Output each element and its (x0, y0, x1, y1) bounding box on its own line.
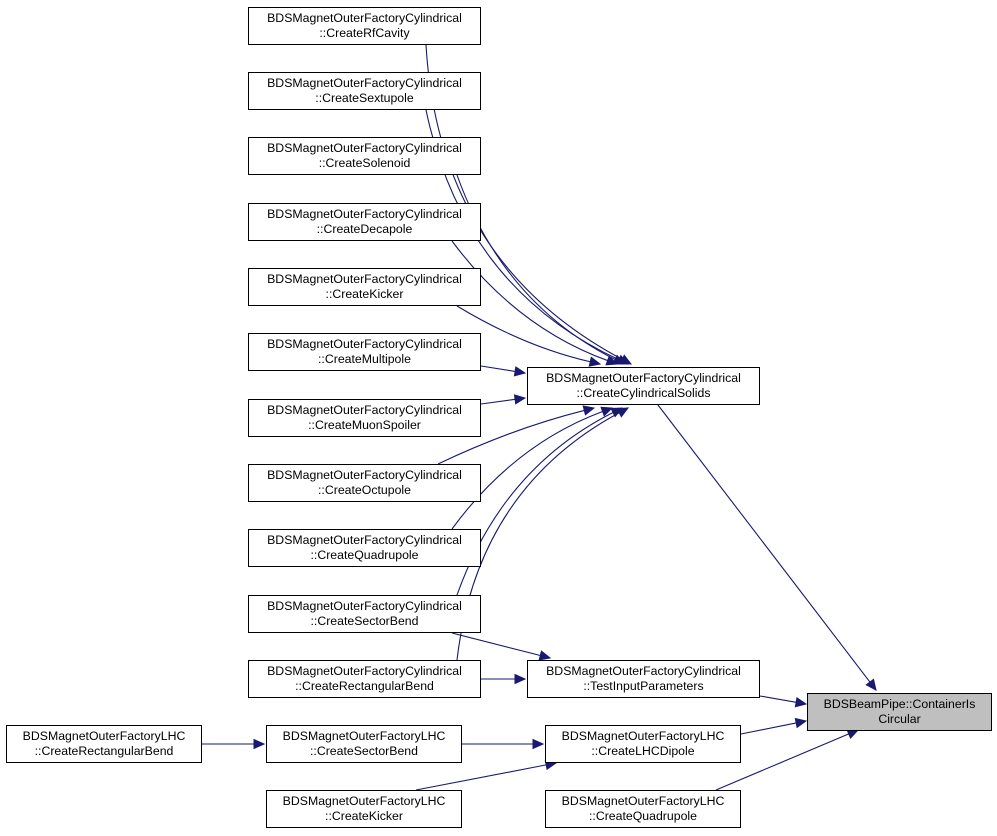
node-cyl-create-sector-bend[interactable]: BDSMagnetOuterFactoryCylindrical ::Creat… (248, 595, 481, 633)
node-line-1: BDSMagnetOuterFactoryLHC (22, 729, 186, 743)
node-cyl-create-octupole[interactable]: BDSMagnetOuterFactoryCylindrical ::Creat… (248, 464, 481, 502)
edge-lhcQuad-to-root (715, 733, 850, 791)
edge-sectorBend-to-cylSolids (456, 412, 614, 596)
node-cyl-create-rf-cavity[interactable]: BDSMagnetOuterFactoryCylindrical ::Creat… (248, 7, 481, 45)
edge-quadrupole-to-cylSolids (451, 410, 603, 530)
arrowhead-rectBend-to-testInput (514, 673, 527, 685)
arrowhead-muonSpoiler-to-cylSolids (513, 394, 527, 405)
node-cyl-create-muon-spoiler[interactable]: BDSMagnetOuterFactoryCylindrical ::Creat… (248, 399, 481, 437)
node-cyl-create-decapole[interactable]: BDSMagnetOuterFactoryCylindrical ::Creat… (248, 203, 481, 241)
node-line-1: BDSMagnetOuterFactoryLHC (561, 794, 725, 808)
node-line-1: BDSMagnetOuterFactoryCylindrical (267, 533, 462, 547)
node-line-2: ::CreateQuadrupole (588, 809, 697, 823)
arrowhead-quadrupole-to-cylSolids (600, 406, 614, 417)
arrowhead-cylSolids-to-root (865, 678, 877, 691)
node-line-2: ::CreateMuonSpoiler (308, 418, 421, 432)
node-line-1: BDSMagnetOuterFactoryCylindrical (267, 468, 462, 482)
edge-sectorBend-to-testInput (451, 632, 541, 657)
node-beampipe-container-is-circular: BDSBeamPipe::ContainerIs Circular (807, 693, 992, 731)
node-line-1: BDSMagnetOuterFactoryCylindrical (546, 371, 741, 385)
node-line-2: ::CreateSectorBend (309, 744, 418, 758)
edge-kicker-to-cylSolids (456, 305, 591, 363)
node-lhc-create-lhc-dipole[interactable]: BDSMagnetOuterFactoryLHC ::CreateLHCDipo… (545, 725, 741, 763)
edge-rectBend-to-cylSolids (456, 412, 620, 661)
node-line-1: BDSMagnetOuterFactoryCylindrical (267, 599, 462, 613)
node-cyl-create-sextupole[interactable]: BDSMagnetOuterFactoryCylindrical ::Creat… (248, 72, 481, 110)
node-line-2: ::CreateDecapole (316, 222, 413, 236)
node-line-1: BDSMagnetOuterFactoryCylindrical (267, 272, 462, 286)
edge-multipole-to-cylSolids (480, 365, 516, 372)
node-line-2: ::CreateRectangularBend (34, 744, 174, 758)
arrowhead-lhcRect-to-lhcSector (253, 738, 266, 750)
node-line-2: ::CreateRectangularBend (295, 679, 434, 693)
node-line-1: BDSMagnetOuterFactoryCylindrical (267, 207, 462, 221)
node-line-1: BDSMagnetOuterFactoryLHC (282, 794, 446, 808)
node-lhc-create-sector-bend[interactable]: BDSMagnetOuterFactoryLHC ::CreateSectorB… (266, 725, 462, 763)
edge-decapole-to-cylSolids (451, 240, 608, 362)
node-line-2: ::CreateOctupole (318, 483, 411, 497)
node-line-2: ::CreateSectorBend (310, 614, 419, 628)
arrowhead-kicker-to-cylSolids (588, 356, 602, 367)
arrowhead-solenoid-to-cylSolids (612, 354, 626, 365)
node-lhc-create-rectangular-bend[interactable]: BDSMagnetOuterFactoryLHC ::CreateRectang… (6, 725, 202, 763)
node-line-1: BDSMagnetOuterFactoryCylindrical (267, 141, 462, 155)
edge-cylSolids-to-root (657, 404, 871, 683)
arrowhead-sectorBend-to-testInput (538, 650, 552, 661)
arrowhead-rectBend-to-cylSolids (616, 407, 630, 418)
node-cyl-create-cylindrical-solids[interactable]: BDSMagnetOuterFactoryCylindrical ::Creat… (527, 367, 760, 405)
node-line-1: BDSMagnetOuterFactoryCylindrical (267, 11, 462, 25)
node-line-1: BDSMagnetOuterFactoryCylindrical (546, 664, 741, 678)
node-line-1: BDSMagnetOuterFactoryCylindrical (267, 76, 462, 90)
node-cyl-create-quadrupole[interactable]: BDSMagnetOuterFactoryCylindrical ::Creat… (248, 529, 481, 567)
node-line-2: ::CreateQuadrupole (310, 548, 419, 562)
arrowhead-lhcSector-to-lhcDipole (532, 738, 545, 750)
node-cyl-create-solenoid[interactable]: BDSMagnetOuterFactoryCylindrical ::Creat… (248, 137, 481, 175)
node-line-2: ::CreateLHCDipole (591, 744, 695, 758)
edge-lhcDipole-to-root (740, 722, 797, 735)
node-line-2: ::CreateKicker (325, 809, 403, 823)
arrowhead-decapole-to-cylSolids (605, 355, 619, 366)
node-cyl-create-kicker[interactable]: BDSMagnetOuterFactoryCylindrical ::Creat… (248, 268, 481, 306)
node-cyl-create-rectangular-bend[interactable]: BDSMagnetOuterFactoryCylindrical ::Creat… (248, 660, 481, 698)
node-line-1: BDSMagnetOuterFactoryLHC (282, 729, 446, 743)
node-cyl-test-input-parameters[interactable]: BDSMagnetOuterFactoryCylindrical ::TestI… (527, 660, 760, 698)
edge-lhcKicker-to-lhcDipole (415, 764, 547, 791)
edge-testInput-to-root (759, 695, 797, 703)
arrowhead-testInput-to-root (794, 697, 808, 708)
node-line-2: ::CreateSolenoid (318, 156, 411, 170)
node-line-1: BDSMagnetOuterFactoryCylindrical (267, 403, 462, 417)
edge-muonSpoiler-to-cylSolids (480, 398, 516, 405)
node-lhc-create-quadrupole[interactable]: BDSMagnetOuterFactoryLHC ::CreateQuadrup… (545, 790, 741, 828)
node-line-2: ::CreateCylindricalSolids (576, 386, 711, 400)
node-line-1: BDSMagnetOuterFactoryCylindrical (267, 664, 462, 678)
node-line-1: BDSBeamPipe::ContainerIs (823, 697, 976, 711)
node-lhc-create-kicker[interactable]: BDSMagnetOuterFactoryLHC ::CreateKicker (266, 790, 462, 828)
arrowhead-multipole-to-cylSolids (513, 366, 527, 377)
arrowhead-lhcDipole-to-root (794, 717, 808, 729)
node-cyl-create-multipole[interactable]: BDSMagnetOuterFactoryCylindrical ::Creat… (248, 333, 481, 371)
node-line-1: BDSMagnetOuterFactoryLHC (561, 729, 725, 743)
node-line-2: ::TestInputParameters (583, 679, 704, 693)
node-line-2: ::CreateMultipole (318, 352, 411, 366)
arrowhead-octupole-to-cylSolids (582, 405, 596, 416)
node-line-2: ::CreateRfCavity (319, 26, 410, 40)
node-line-1: BDSMagnetOuterFactoryCylindrical (267, 337, 462, 351)
edge-octupole-to-cylSolids (437, 409, 585, 465)
node-line-2: Circular (878, 712, 921, 726)
node-line-2: ::CreateKicker (325, 287, 404, 301)
node-line-2: ::CreateSextupole (315, 91, 414, 105)
